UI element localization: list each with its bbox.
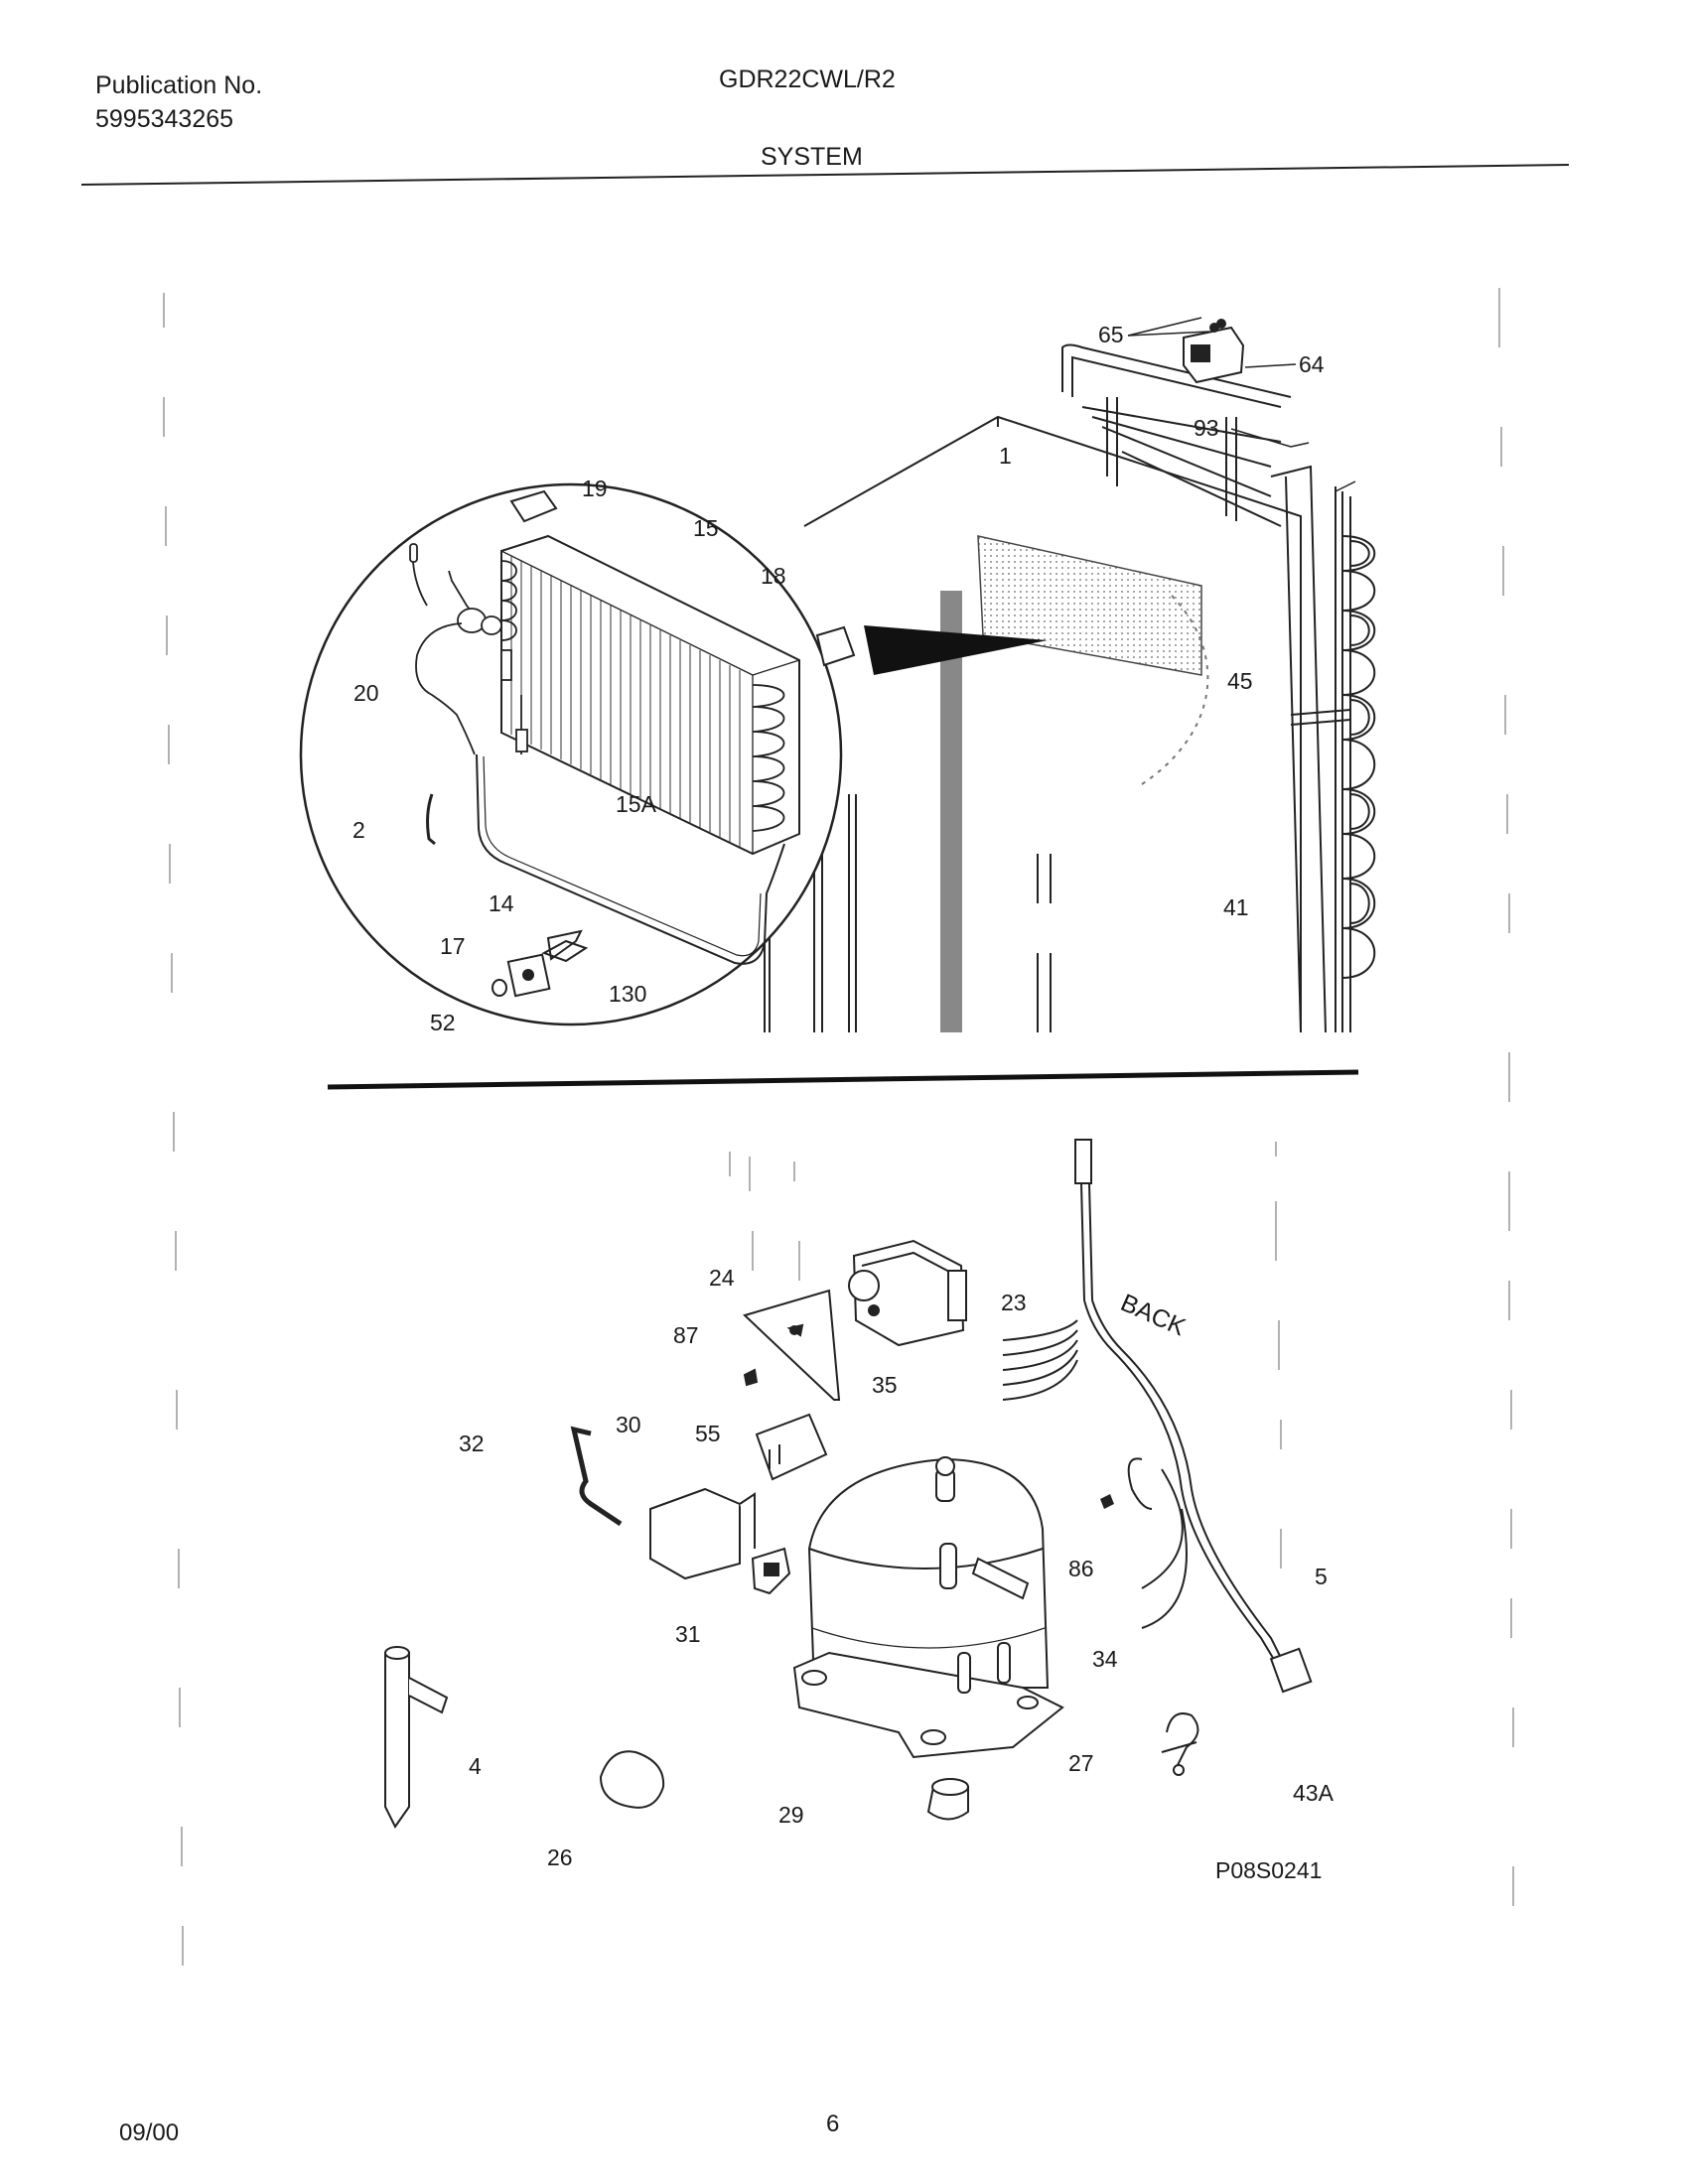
- part-label-29: 29: [778, 1802, 804, 1828]
- defrost-probe: [500, 649, 528, 754]
- part-label-14: 14: [489, 890, 514, 916]
- model-number: GDR22CWL/R2: [719, 66, 896, 93]
- publication-label: Publication No.: [95, 71, 263, 99]
- wire-harness: [1002, 1139, 1313, 1694]
- part-label-30: 30: [616, 1412, 641, 1437]
- part-label-65: 65: [1098, 322, 1124, 347]
- screw-86: [1100, 1494, 1114, 1509]
- page-number: 6: [826, 2111, 840, 2137]
- plug-26: [599, 1750, 665, 1809]
- relay-bracket: [743, 1289, 841, 1401]
- part-label-43A: 43A: [1293, 1780, 1334, 1806]
- section-divider: [327, 1069, 1359, 1090]
- part-label-27: 27: [1068, 1750, 1094, 1776]
- drain-fitting: [492, 929, 589, 998]
- part-label-130: 130: [609, 981, 647, 1007]
- publication-number: 5995343265: [95, 105, 234, 133]
- lower-faint-marks: [729, 1142, 1282, 1569]
- part-label-52: 52: [430, 1010, 456, 1035]
- part-label-55: 55: [695, 1421, 721, 1446]
- part-label-4: 4: [469, 1753, 482, 1779]
- part-label-87: 87: [673, 1322, 699, 1348]
- border-marks: [163, 288, 1514, 1966]
- part-label-93: 93: [1194, 415, 1219, 441]
- part-label-15A: 15A: [616, 791, 656, 817]
- start-relay: [649, 1487, 791, 1595]
- control-box: [1183, 319, 1245, 384]
- part-label-20: 20: [353, 680, 379, 706]
- part-label-17: 17: [440, 933, 466, 959]
- part-label-26: 26: [547, 1844, 573, 1870]
- part-label-18: 18: [761, 563, 786, 589]
- part-label-23: 23: [1001, 1290, 1027, 1315]
- condenser-coil: [1061, 343, 1376, 1033]
- leader-lines-upper: [1127, 317, 1356, 492]
- part-label-19: 19: [582, 476, 608, 501]
- pad-19: [509, 489, 558, 523]
- overload-protector: [755, 1413, 828, 1481]
- filter-drier: [384, 1646, 449, 1829]
- evaporator-fins: [510, 556, 741, 849]
- pad-18: [815, 625, 856, 667]
- drawing-id: P08S0241: [1215, 1857, 1323, 1883]
- header-rule: [80, 164, 1570, 186]
- detail-pointer: [864, 625, 1048, 675]
- clip-2: [426, 793, 436, 846]
- part-label-1: 1: [999, 443, 1012, 469]
- part-label-31: 31: [675, 1621, 701, 1647]
- part-label-32: 32: [459, 1431, 485, 1456]
- clamp-43A: [1161, 1712, 1199, 1776]
- defrost-heater: [476, 753, 785, 965]
- grommet-27: [926, 1778, 969, 1821]
- part-label-45: 45: [1227, 668, 1253, 694]
- defrost-timer: [848, 1239, 967, 1347]
- part-label-35: 35: [872, 1372, 898, 1398]
- part-label-64: 64: [1299, 351, 1325, 377]
- part-label-24: 24: [709, 1265, 735, 1291]
- part-label-2: 2: [352, 817, 365, 843]
- compressor: [792, 1456, 1064, 1759]
- part-label-15: 15: [693, 515, 719, 541]
- cabinet: [764, 415, 1302, 1032]
- wire-30: [570, 1426, 623, 1527]
- part-label-86: 86: [1068, 1556, 1094, 1581]
- footer-date: 09/00: [119, 2119, 180, 2146]
- evaporator: [500, 534, 800, 856]
- part-label-34: 34: [1092, 1646, 1118, 1672]
- part-label-41: 41: [1223, 894, 1249, 920]
- section-title: SYSTEM: [761, 143, 863, 171]
- defrost-thermostat: [409, 543, 502, 755]
- part-label-5: 5: [1315, 1564, 1328, 1589]
